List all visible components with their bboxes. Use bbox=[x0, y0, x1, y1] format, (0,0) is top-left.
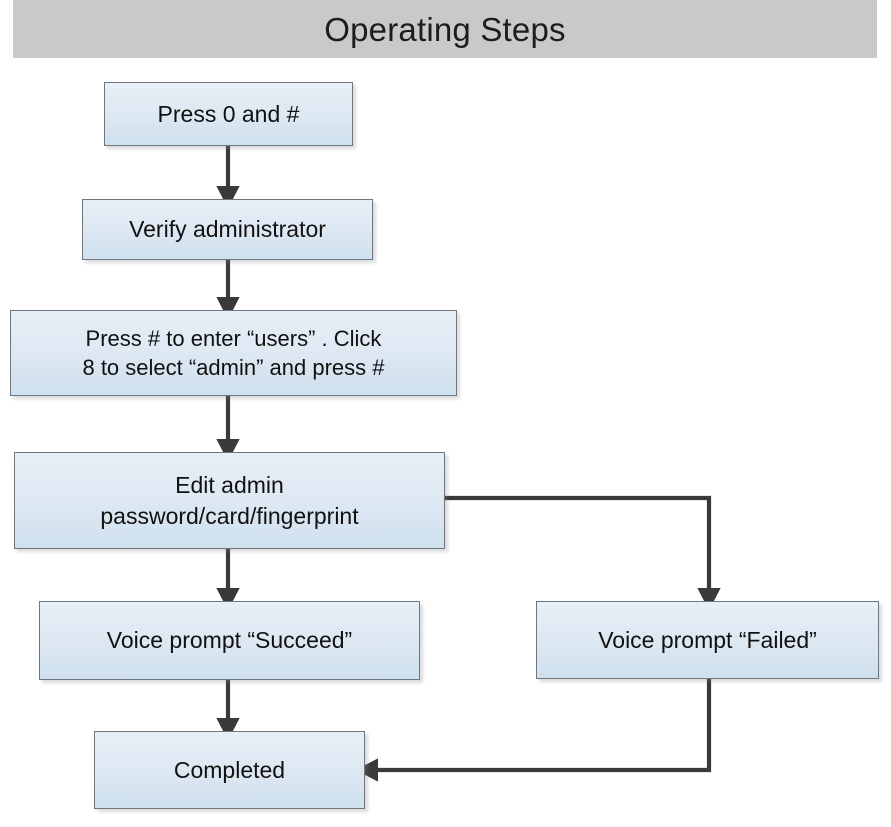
node-label: Voice prompt “Failed” bbox=[598, 626, 817, 653]
node-label: Completed bbox=[173, 756, 286, 783]
page-title: Operating Steps bbox=[324, 10, 566, 48]
node-enter-users-select-admin[interactable]: Press # to enter “users” . Click 8 to se… bbox=[10, 310, 457, 396]
node-label: Voice prompt “Succeed” bbox=[106, 627, 353, 654]
node-verify-administrator[interactable]: Verify administrator bbox=[82, 199, 373, 260]
node-edit-admin-credentials[interactable]: Edit admin password/card/fingerprint bbox=[14, 452, 445, 549]
node-label: Verify administrator bbox=[129, 216, 326, 243]
node-voice-prompt-failed[interactable]: Voice prompt “Failed” bbox=[536, 601, 879, 679]
node-label: Press # to enter “users” . Click 8 to se… bbox=[82, 325, 385, 380]
node-label: Press 0 and # bbox=[157, 100, 300, 127]
node-voice-prompt-succeed[interactable]: Voice prompt “Succeed” bbox=[39, 601, 420, 680]
node-completed[interactable]: Completed bbox=[94, 731, 365, 809]
page-title-bar: Operating Steps bbox=[13, 0, 877, 58]
edge-failed-to-completed bbox=[355, 679, 712, 782]
node-press-0-and-hash[interactable]: Press 0 and # bbox=[104, 82, 353, 146]
edge-editadmin-to-failed bbox=[445, 495, 721, 611]
node-label: Edit admin password/card/fingerprint bbox=[100, 472, 359, 529]
